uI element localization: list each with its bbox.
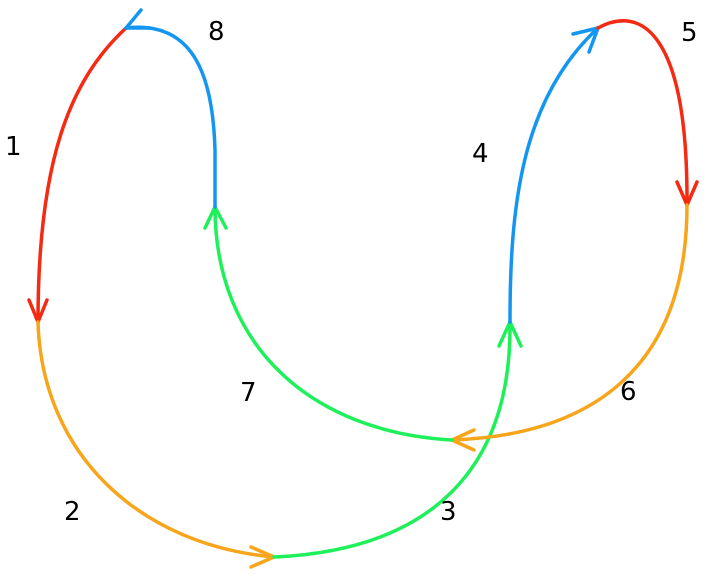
segment-2-curve xyxy=(36,320,276,559)
label-5: 5 xyxy=(681,18,698,48)
label-7: 7 xyxy=(240,378,257,408)
segment-3-curve xyxy=(272,320,512,559)
label-4: 4 xyxy=(472,139,489,169)
label-3: 3 xyxy=(440,497,457,527)
segment-8-curve xyxy=(124,25,217,209)
segment-7-curve xyxy=(213,205,454,442)
label-8: 8 xyxy=(208,17,225,47)
label-1: 1 xyxy=(5,132,22,162)
segment-6-curve xyxy=(450,203,689,442)
label-2: 2 xyxy=(64,497,81,527)
label-6: 6 xyxy=(620,377,637,407)
segment-5-curve xyxy=(596,19,689,207)
segment-8-arrowhead xyxy=(124,8,151,30)
segment-1-curve xyxy=(36,26,128,324)
segment-4-curve xyxy=(508,26,600,324)
